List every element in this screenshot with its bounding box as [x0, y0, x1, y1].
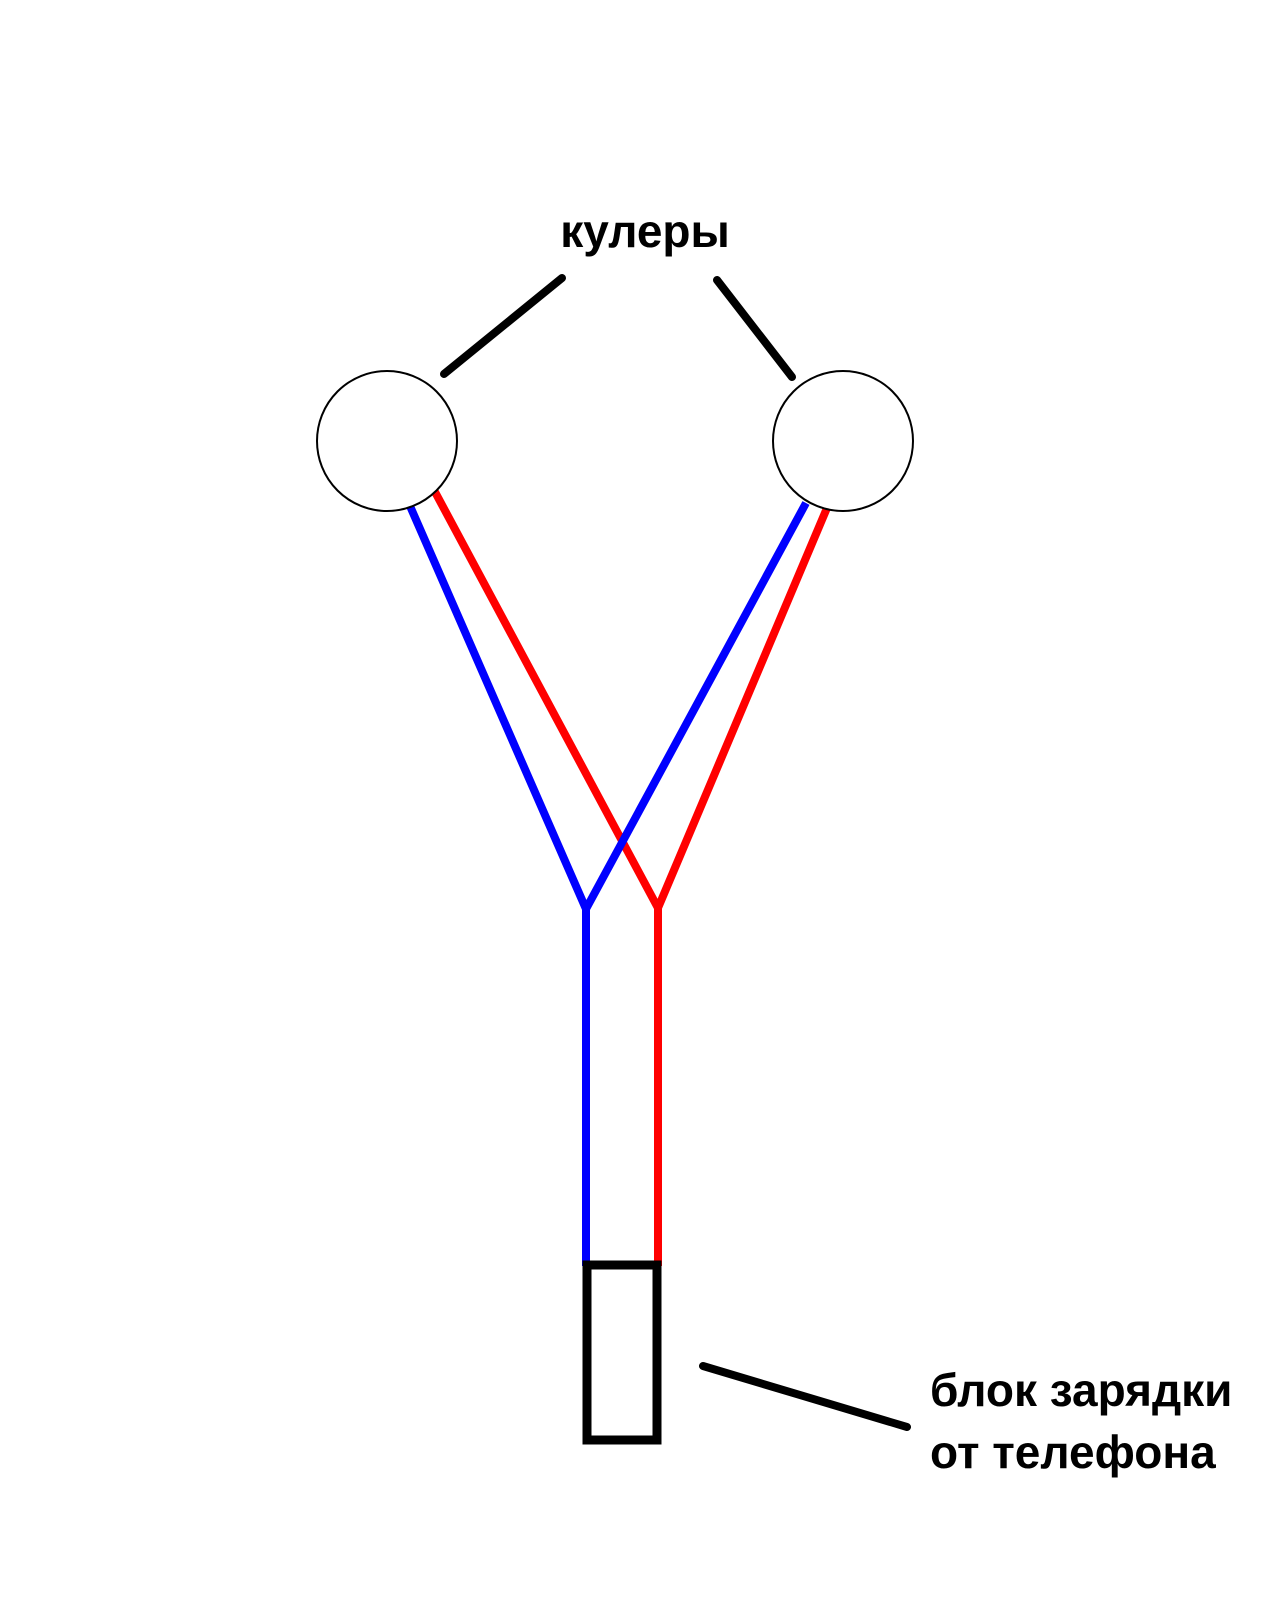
charger-label-line2: от телефона [930, 1426, 1216, 1478]
charger-block-rect [582, 1260, 662, 1445]
blue-wire-right-branch [582, 501, 810, 911]
right-cooler-circle [772, 370, 914, 512]
leader-line-left-cooler [440, 274, 566, 378]
left-cooler-circle [316, 370, 458, 512]
red-wire-left-branch [430, 488, 662, 1266]
leader-line-right-cooler [713, 276, 796, 381]
leader-line-charger [699, 1362, 911, 1431]
charger-label: блок зарядки от телефона [930, 1359, 1232, 1483]
charger-label-line1: блок зарядки [930, 1364, 1233, 1416]
red-wire-right-branch [654, 506, 831, 910]
blue-wire-left-branch [406, 504, 590, 1266]
coolers-label: кулеры [560, 205, 730, 257]
